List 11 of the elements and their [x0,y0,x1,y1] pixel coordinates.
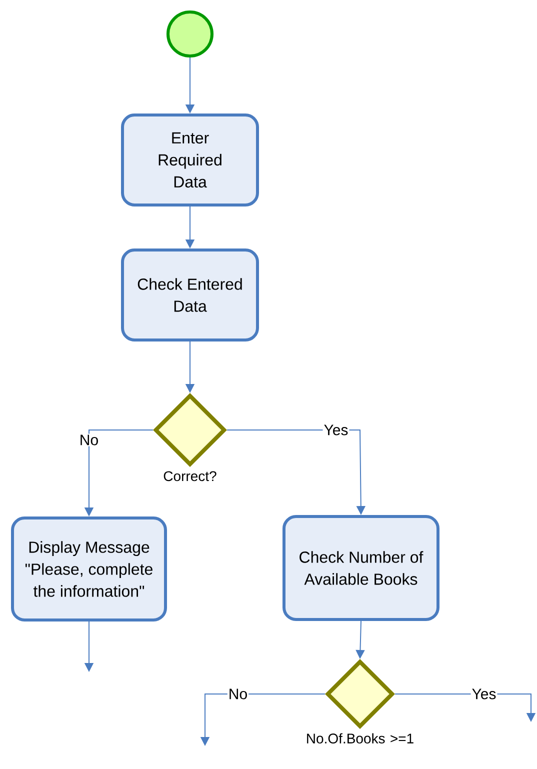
edge-label: No [227,688,249,700]
process-box: Check Entered Data [121,248,259,342]
edge-label: Yes [470,688,498,700]
process-box: Display Message "Please, complete the information" [11,516,167,622]
process-box: Enter Required Data [121,114,259,206]
edge-label: Yes [322,424,350,436]
process-box: Check Number of Available Books [282,515,440,621]
node-label: Correct? [164,471,216,482]
start-circle [166,10,214,58]
node-label: No.Of.Books >=1 [307,733,414,744]
edge-label: No [78,434,100,446]
